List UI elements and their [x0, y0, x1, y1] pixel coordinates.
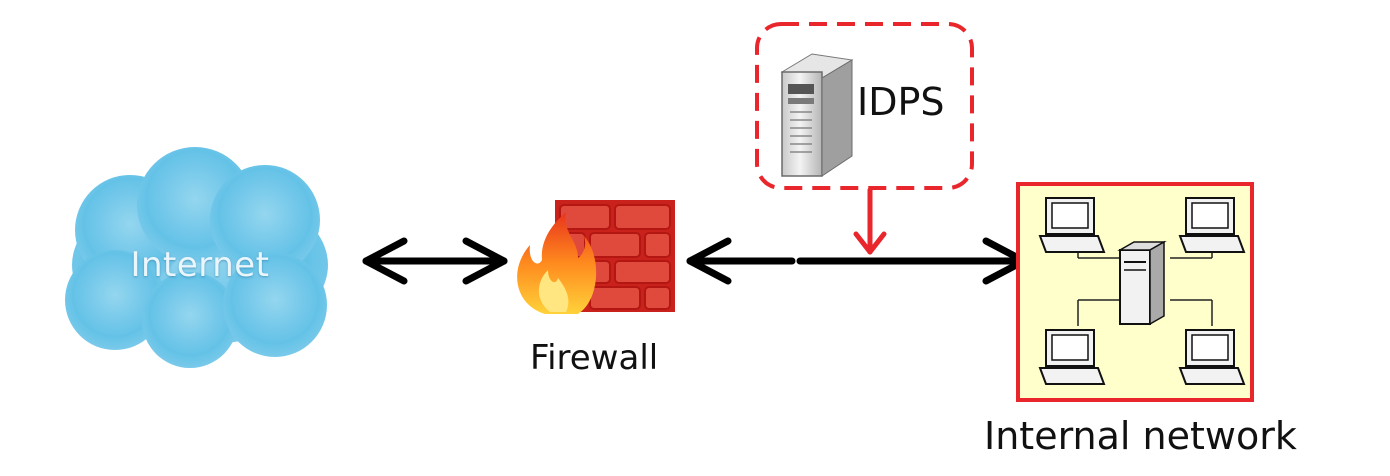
workstation-icon: [1038, 329, 1106, 385]
internal-network-icon: [1016, 182, 1254, 402]
internet-firewall-arrow: [362, 237, 508, 285]
idps-server-icon: [780, 53, 854, 177]
workstation-icon: [1178, 197, 1246, 253]
firewall-network-arrow: [686, 237, 1028, 285]
firewall-icon: [517, 200, 675, 314]
internet-label: Internet: [130, 245, 270, 285]
idps-frame: [755, 22, 974, 190]
idps-label: IDPS: [857, 80, 945, 124]
internet-cloud-icon: [65, 147, 328, 368]
workstation-icon: [1038, 197, 1106, 253]
workstation-icon: [1178, 329, 1246, 385]
idps-monitor-arrow: [853, 187, 887, 255]
internet-node: Internet: [60, 160, 340, 370]
firewall-label: Firewall: [530, 338, 659, 378]
internal-network-label: Internal network: [984, 414, 1297, 458]
